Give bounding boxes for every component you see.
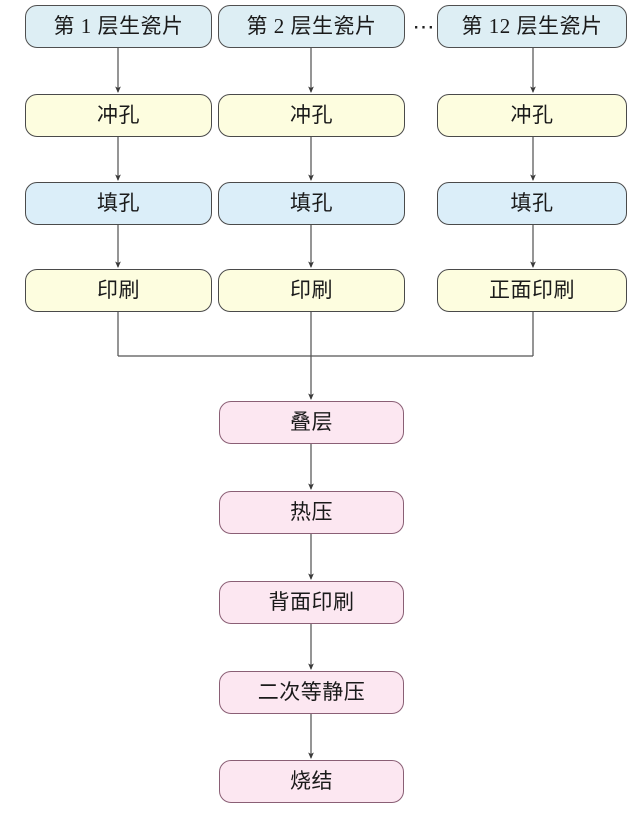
node-fill1[interactable]: 填孔 [25, 182, 212, 225]
node-fill12[interactable]: 填孔 [437, 182, 627, 225]
node-cip[interactable]: 二次等静压 [219, 671, 404, 714]
node-punch2[interactable]: 冲孔 [218, 94, 405, 137]
node-punch1[interactable]: 冲孔 [25, 94, 212, 137]
node-fill2[interactable]: 填孔 [218, 182, 405, 225]
node-print2[interactable]: 印刷 [218, 269, 405, 312]
ellipsis-between-layer2-and-layer12: ⋯ [412, 14, 436, 39]
node-layer1[interactable]: 第 1 层生瓷片 [25, 5, 212, 48]
node-punch12[interactable]: 冲孔 [437, 94, 627, 137]
node-backprint[interactable]: 背面印刷 [219, 581, 404, 624]
node-sinter[interactable]: 烧结 [219, 760, 404, 803]
node-print12[interactable]: 正面印刷 [437, 269, 627, 312]
node-hotpress[interactable]: 热压 [219, 491, 404, 534]
node-layer12[interactable]: 第 12 层生瓷片 [437, 5, 627, 48]
node-layer2[interactable]: 第 2 层生瓷片 [218, 5, 405, 48]
node-stack[interactable]: 叠层 [219, 401, 404, 444]
node-print1[interactable]: 印刷 [25, 269, 212, 312]
